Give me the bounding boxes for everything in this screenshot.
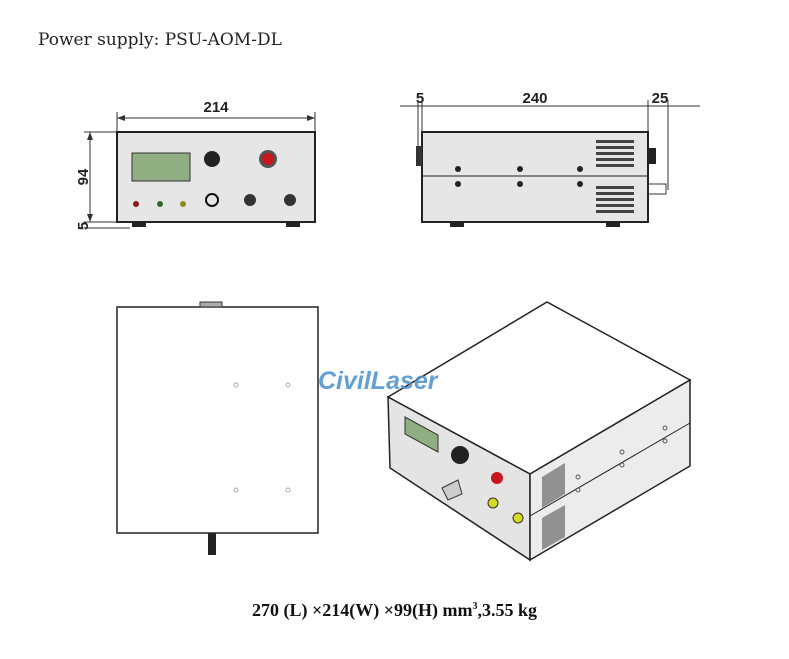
side-view: 5 240 25 <box>400 90 700 227</box>
front-view: 214 94 5 <box>75 99 316 230</box>
top-view <box>116 301 319 555</box>
caption-main: 270 (L) ×214(W) ×99(H) mm <box>252 600 473 620</box>
dim-length-label: 240 <box>522 90 547 107</box>
caption-weight: ,3.55 kg <box>477 600 537 620</box>
dim-width-label: 214 <box>203 99 229 116</box>
dimensions-caption: 270 (L) ×214(W) ×99(H) mm3,3.55 kg <box>0 600 789 621</box>
dim-foot-label: 5 <box>75 222 92 230</box>
adjust-knob <box>204 151 220 167</box>
isometric-view <box>386 301 692 562</box>
lcd-display <box>131 152 191 182</box>
page-title: Power supply: PSU-AOM-DL <box>38 30 282 50</box>
estop-button <box>262 153 274 165</box>
watermark-logo: CivilLaser <box>318 367 439 395</box>
dim-height-label: 94 <box>75 168 92 185</box>
dim-front-offset-label: 5 <box>416 90 424 107</box>
dim-rear-offset-label: 25 <box>652 90 669 107</box>
caption-exponent: 3 <box>472 601 478 612</box>
